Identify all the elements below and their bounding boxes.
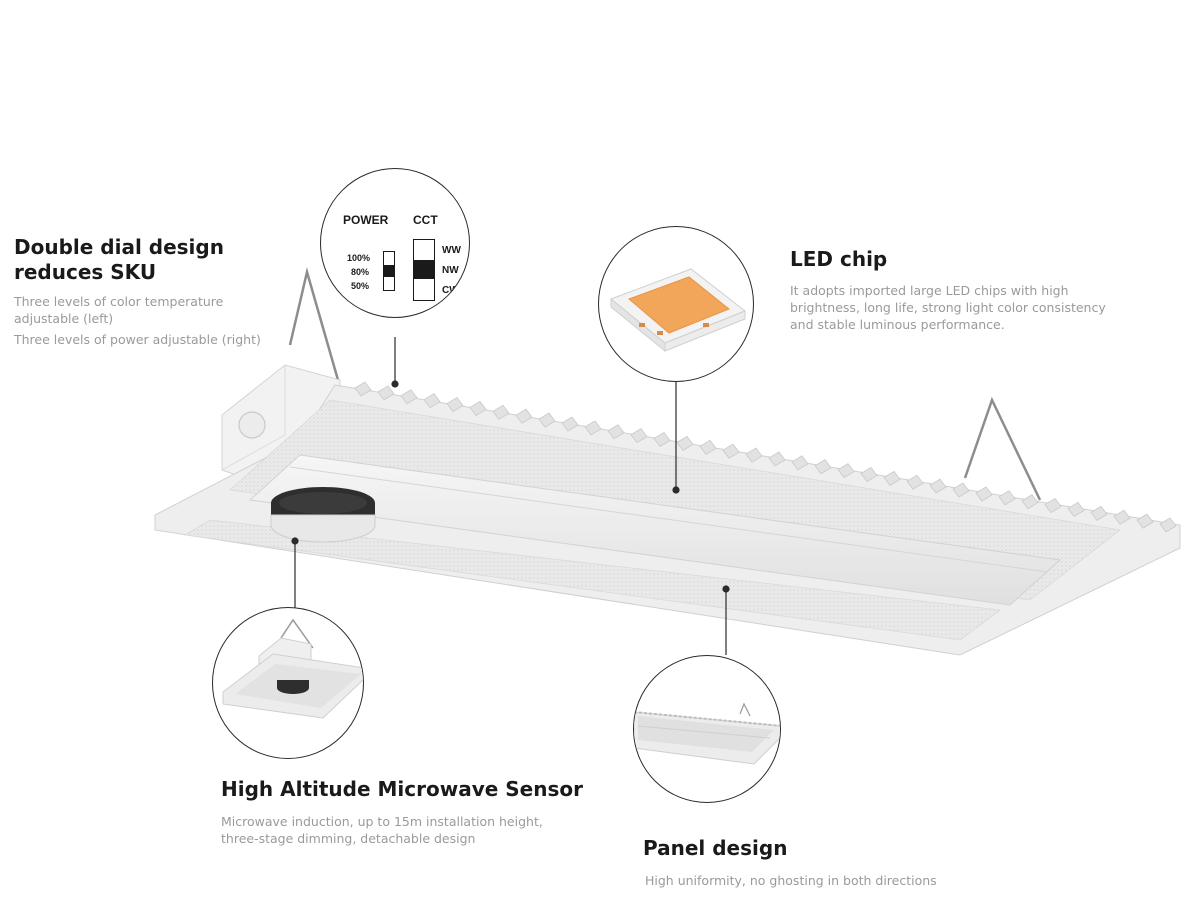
cooling-fin <box>607 424 625 440</box>
dial-title-line2: reduces SKU <box>14 260 157 284</box>
cooling-fin <box>1021 494 1039 510</box>
cooling-fin <box>354 381 372 397</box>
cooling-fin <box>446 397 464 413</box>
cooling-fin <box>745 447 763 463</box>
power-level-50: 50% <box>351 281 370 291</box>
led-feature-title: LED chip <box>790 247 888 271</box>
cooling-fin <box>975 486 993 502</box>
dial-desc-line2: adjustable (left) <box>14 311 114 326</box>
cooling-fin <box>377 385 395 401</box>
microwave-sensor <box>270 487 376 543</box>
cooling-fin <box>699 439 717 455</box>
cooling-fin <box>1113 509 1131 525</box>
cooling-fin <box>952 482 970 498</box>
cooling-fin <box>400 389 418 405</box>
led-desc-line3: and stable luminous performance. <box>790 317 1005 332</box>
driver-knockout <box>238 411 266 439</box>
cooling-fin <box>929 478 947 494</box>
power-level-100: 100% <box>347 253 371 263</box>
led-desc-line1: It adopts imported large LED chips with … <box>790 283 1069 298</box>
cooling-fin <box>722 443 740 459</box>
cooling-fin <box>423 393 441 409</box>
sensor-desc-line2: three-stage dimming, detachable design <box>221 831 476 846</box>
cooling-fin <box>538 412 556 428</box>
power-label: POWER <box>343 213 389 227</box>
cooling-fins <box>354 381 1177 533</box>
cooling-fin <box>860 466 878 483</box>
sensor-feature-title: High Altitude Microwave Sensor <box>221 777 583 801</box>
cooling-fin <box>998 490 1016 506</box>
sensor-callout-circle <box>212 607 364 759</box>
cooling-fin <box>791 455 809 471</box>
sensor-feature-description: Microwave induction, up to 15m installat… <box>221 813 601 847</box>
cooling-fin <box>883 470 901 486</box>
panel-feature-description: High uniformity, no ghosting in both dir… <box>645 873 937 888</box>
dial-desc-line3: Three levels of power adjustable (right) <box>14 332 261 347</box>
cct-label: CCT <box>413 213 438 227</box>
cooling-fin <box>814 459 832 475</box>
dial-desc-line1: Three levels of color temperature <box>14 294 224 309</box>
panel-detail-image <box>634 702 780 765</box>
dial-callout-circle: POWER CCT 100% 80% 50% WW NW CW <box>320 168 470 318</box>
cooling-fin <box>676 435 694 451</box>
led-chip-image <box>610 268 746 353</box>
cooling-fin <box>630 428 648 444</box>
left-hanging-wire <box>288 267 340 381</box>
center-channel <box>248 454 1062 606</box>
cooling-fin <box>1136 513 1154 529</box>
cooling-fin <box>515 408 533 424</box>
cooling-fin <box>1159 517 1177 533</box>
cooling-fin <box>1044 498 1062 514</box>
cooling-fin <box>561 416 579 432</box>
cooling-fin <box>1067 501 1085 517</box>
power-dial-switch <box>383 251 395 291</box>
cooling-fin <box>768 451 786 467</box>
cct-level-nw: NW <box>442 265 459 276</box>
cct-dial-switch <box>413 239 435 301</box>
panel-feature-title: Panel design <box>643 836 788 860</box>
right-hanging-wire <box>963 396 1042 501</box>
dial-feature-title: Double dial design reduces SKU <box>14 235 224 285</box>
led-desc-line2: brightness, long life, strong light colo… <box>790 300 1106 315</box>
cooling-fin <box>469 400 487 416</box>
dial-feature-description: Three levels of color temperature adjust… <box>14 293 304 348</box>
cooling-fin <box>492 404 510 420</box>
cooling-fin <box>584 420 602 436</box>
panel-callout-circle <box>633 655 781 803</box>
cooling-fin <box>837 463 855 479</box>
sensor-detail-image <box>222 618 363 719</box>
front-panel <box>183 519 1002 641</box>
dial-title-line1: Double dial design <box>14 235 224 259</box>
cooling-fin <box>653 431 671 448</box>
cct-level-cw: CW <box>442 285 459 296</box>
led-feature-description: It adopts imported large LED chips with … <box>790 282 1170 333</box>
cooling-fin <box>1090 505 1108 521</box>
sensor-desc-line1: Microwave induction, up to 15m installat… <box>221 814 543 829</box>
cct-level-ww: WW <box>442 245 461 256</box>
cooling-fin <box>906 474 924 490</box>
power-level-80: 80% <box>351 267 370 277</box>
led-callout-circle <box>598 226 754 382</box>
